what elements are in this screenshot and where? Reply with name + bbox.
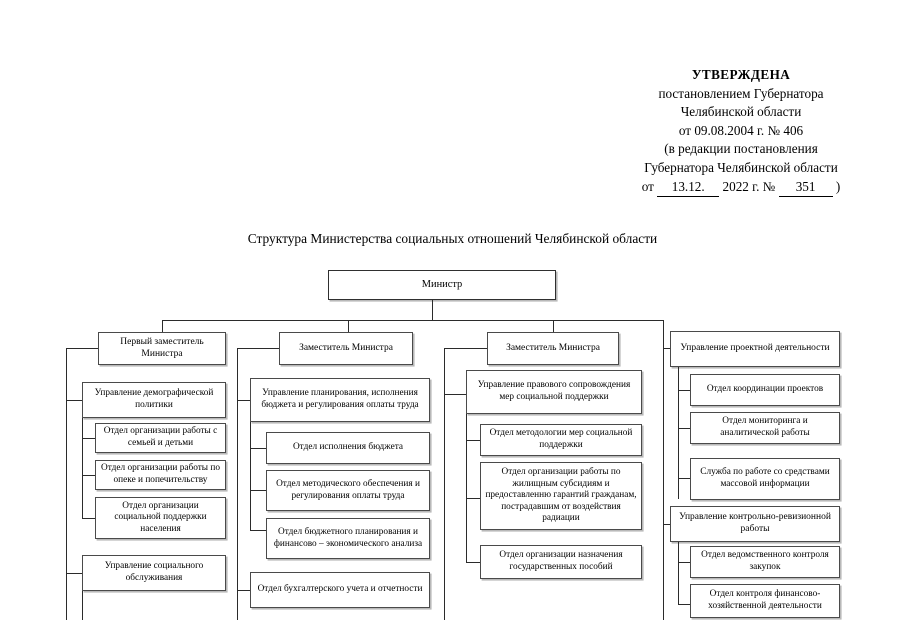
node-budget-financial-analysis-division: Отдел бюджетного планирования и финансов… <box>266 518 430 559</box>
node-project-coordination-division: Отдел координации проектов <box>690 374 840 406</box>
connector-col4-a2-stub <box>678 428 690 429</box>
approval-year-label: 2022 г. № <box>722 178 776 194</box>
connector-bus-drop-col3 <box>553 320 554 332</box>
connector-col2-groupA-spine <box>250 422 251 530</box>
connector-col3-a1-stub <box>466 440 480 441</box>
node-departmental-procurement-control-division: Отдел ведомственного контроля закупок <box>690 546 840 578</box>
connector-bus-drop-col1 <box>162 320 163 332</box>
approval-line-6: Губернатора Челябинской области <box>644 159 838 175</box>
approval-line-4: от 09.08.2004 г. № 406 <box>678 122 804 138</box>
node-first-deputy-minister: Первый заместитель Министра <box>98 332 226 365</box>
connector-col3-a2-stub <box>466 498 480 499</box>
connector-col4-a3-stub <box>678 478 690 479</box>
connector-col2-outer-spine <box>237 348 238 620</box>
connector-col3-outer-spine <box>444 348 445 620</box>
node-guardianship-division: Отдел организации работы по опеке и попе… <box>95 460 226 490</box>
approval-paren-close: ) <box>835 178 841 194</box>
node-budget-planning-dept: Управление планирования, исполнения бюдж… <box>250 378 430 422</box>
approval-line-5: (в редакции постановления <box>664 141 818 157</box>
node-control-audit-dept: Управление контрольно-ревизионной работы <box>670 506 840 542</box>
connector-col4-a1-stub <box>678 390 690 391</box>
approval-title: УТВЕРЖДЕНА <box>691 67 791 82</box>
connector-col1-head-stub <box>66 348 98 349</box>
approval-date-value: 13.12. <box>657 178 720 198</box>
node-state-benefits-division: Отдел организации назначения государстве… <box>480 545 642 579</box>
connector-col1-a2-stub <box>82 475 95 476</box>
connector-main-bus <box>162 320 664 321</box>
connector-col1-groupB-stub <box>66 573 82 574</box>
node-legal-support-dept: Управление правового сопровождения мер с… <box>466 370 642 414</box>
node-minister: Министр <box>328 270 556 300</box>
connector-col1-outer-spine <box>66 348 67 620</box>
node-media-relations-service: Служба по работе со средствами массовой … <box>690 458 840 500</box>
node-accounting-reporting-division: Отдел бухгалтерского учета и отчетности <box>250 572 430 608</box>
connector-col3-groupA-stub <box>444 394 466 395</box>
node-financial-economic-control-division: Отдел контроля финансово-хозяйственной д… <box>690 584 840 618</box>
approval-line-7: от 13.12. 2022 г. № 351 ) <box>588 178 894 198</box>
connector-col1-groupA-spine <box>82 418 83 518</box>
node-deputy-minister-3: Заместитель Министра <box>487 332 619 365</box>
approval-line-2: постановлением Губернатора <box>658 85 824 101</box>
connector-col4-b2-stub <box>678 604 690 605</box>
connector-bus-drop-col4 <box>663 320 664 348</box>
connector-col3-head-stub <box>444 348 487 349</box>
approval-number-value: 351 <box>778 178 833 198</box>
connector-col1-groupA-stub <box>66 400 82 401</box>
node-housing-subsidies-division: Отдел организации работы по жилищным суб… <box>480 462 642 530</box>
node-deputy-minister-2: Заместитель Министра <box>279 332 413 365</box>
node-project-activity-dept: Управление проектной деятельности <box>670 331 840 367</box>
node-budget-execution-division: Отдел исполнения бюджета <box>266 432 430 464</box>
approval-date-prefix: от <box>641 178 654 194</box>
approval-line-3: Челябинской области <box>680 104 802 120</box>
node-methodical-support-division: Отдел методического обеспечения и регули… <box>266 470 430 511</box>
approval-block: УТВЕРЖДЕНА постановлением Губернатора Че… <box>588 66 894 198</box>
connector-col4-groupA-spine <box>678 367 679 499</box>
connector-col4-outer-spine <box>663 348 664 620</box>
connector-col2-groupB-stub <box>237 590 250 591</box>
connector-col4-groupB-stub <box>663 524 670 525</box>
connector-col1-a3-stub <box>82 518 95 519</box>
connector-col4-groupB-spine <box>678 542 679 604</box>
connector-col4-b1-stub <box>678 562 690 563</box>
connector-col3-a3-stub <box>466 562 480 563</box>
connector-col1-a1-stub <box>82 438 95 439</box>
node-demographic-policy-dept: Управление демографической политики <box>82 382 226 418</box>
node-social-services-dept: Управление социального обслуживания <box>82 555 226 591</box>
connector-col2-groupA-stub <box>237 400 250 401</box>
connector-col2-head-stub <box>237 348 279 349</box>
connector-col2-a2-stub <box>250 490 266 491</box>
node-family-children-division: Отдел организации работы с семьей и деть… <box>95 423 226 453</box>
connector-col2-a1-stub <box>250 448 266 449</box>
node-social-support-org-division: Отдел организации социальной поддержки н… <box>95 497 226 539</box>
chart-title: Структура Министерства социальных отноше… <box>247 231 658 246</box>
connector-col3-groupA-spine <box>466 414 467 562</box>
connector-col4-groupA-stub <box>663 348 670 349</box>
connector-col1-groupB-spine <box>82 591 83 620</box>
connector-col2-a3-stub <box>250 530 266 531</box>
connector-bus-drop-col2 <box>348 320 349 332</box>
node-monitoring-analytics-division: Отдел мониторинга и аналитической работы <box>690 412 840 444</box>
connector-root-drop <box>432 300 433 320</box>
node-methodology-measures-division: Отдел методологии мер социальной поддерж… <box>480 424 642 456</box>
